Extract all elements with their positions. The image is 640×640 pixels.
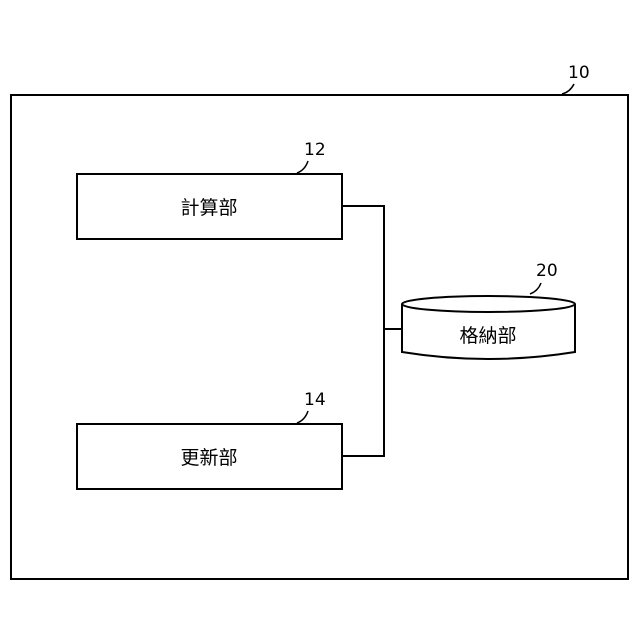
storage-unit-label: 格納部: [459, 325, 516, 347]
calculation-unit-ref-leader: [297, 161, 308, 173]
calculation-unit-ref-number: 12: [304, 140, 326, 160]
storage-unit-ref-leader: [530, 283, 541, 294]
update-unit-label: 更新部: [180, 447, 237, 469]
system-ref-number: 10: [568, 63, 590, 83]
calculation-unit-label: 計算部: [180, 197, 237, 219]
system-ref-leader: [562, 84, 574, 94]
storage-unit-ref-number: 20: [536, 261, 558, 281]
connector-calculation-to-bus: [342, 206, 384, 456]
update-unit-ref-number: 14: [304, 390, 326, 410]
update-unit-ref-leader: [297, 411, 308, 423]
